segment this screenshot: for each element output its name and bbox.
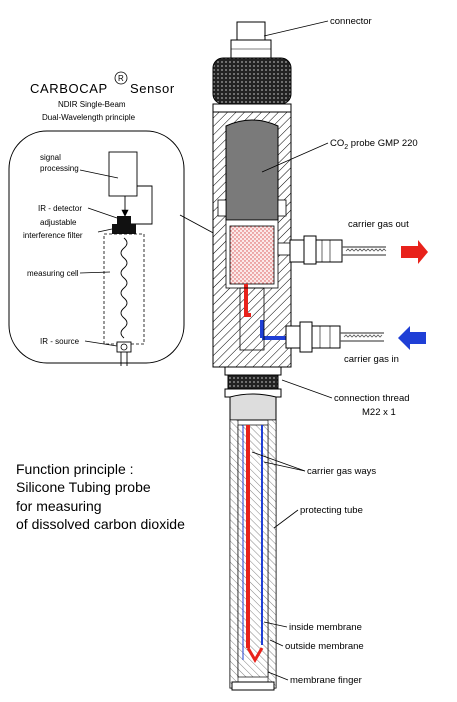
ir-source-bulb — [120, 343, 128, 351]
signal-processing-leader — [79, 169, 119, 179]
interference-filter-block — [112, 224, 136, 234]
inside-membrane-label: inside membrane — [289, 622, 362, 633]
gas-out-fitting — [289, 235, 387, 265]
gas-in-arrow — [398, 326, 426, 350]
ir-detector-leader — [87, 207, 118, 219]
connection-thread-label-1: connection thread — [334, 393, 410, 404]
function-line-1: Function principle : — [16, 461, 134, 477]
probe-leader — [261, 142, 329, 173]
knurled-nut — [212, 57, 292, 105]
membrane-finger-leader — [267, 671, 289, 681]
ir-detector-block — [117, 216, 131, 224]
signal-wire — [128, 185, 153, 225]
connector-label: connector — [330, 16, 372, 27]
signal-processing-box — [108, 151, 138, 197]
membrane-finger-label: membrane finger — [290, 675, 362, 686]
gas-out-arrow — [401, 240, 428, 264]
carrier-gas-in-label: carrier gas in — [344, 354, 399, 365]
connector-leader — [263, 20, 329, 37]
sensor-enclosure — [8, 130, 185, 364]
sensor-subtitle-2: Dual-Wavelength principle — [42, 113, 136, 122]
gmp220-probe — [225, 119, 279, 221]
measuring-cell-label: measuring cell — [27, 269, 79, 278]
outside-membrane-label: outside membrane — [285, 641, 364, 652]
protecting-tube-leader — [273, 509, 299, 529]
carrier-gas-out-label: carrier gas out — [348, 219, 409, 230]
inside-membrane-leader — [263, 621, 288, 628]
registered-mark — [114, 71, 128, 85]
connection-thread — [227, 374, 279, 390]
connector-cap — [236, 21, 266, 41]
sensor-title-suffix: Sensor — [130, 81, 175, 96]
thread-leader — [281, 379, 333, 399]
carrier-gas-ways-label: carrier gas ways — [307, 466, 376, 477]
gas-in-fitting — [285, 321, 384, 353]
filter-label-2: interference filter — [23, 231, 83, 240]
function-principle: Function principle : Silicone Tubing pro… — [16, 461, 185, 532]
connection-thread-label-2: M22 x 1 — [362, 407, 396, 418]
gas-out-passage — [244, 284, 251, 317]
ir-beam-wave — [120, 237, 128, 339]
ir-detector-label: IR - detector — [38, 204, 82, 213]
function-line-3: for measuring — [16, 498, 102, 514]
gas-ways-leader-2 — [263, 461, 306, 472]
sensor-subtitle-1: NDIR Single-Beam — [58, 100, 126, 109]
filter-leader — [97, 228, 113, 233]
signal-processing-label-2: processing — [40, 164, 79, 173]
gas-ways-leader-1 — [251, 451, 306, 472]
measurement-cell — [229, 225, 275, 285]
function-line-4: of dissolved carbon dioxide — [16, 516, 185, 532]
ir-source-lamp — [116, 341, 132, 353]
function-line-2: Silicone Tubing probe — [16, 479, 151, 495]
ir-source-leader — [84, 340, 118, 347]
sensor-title: CARBOCAP — [30, 81, 108, 96]
carbocap-inset: CARBOCAP R Sensor NDIR Single-Beam Dual-… — [8, 71, 185, 366]
measuring-cell-leader — [79, 271, 111, 274]
filter-label-1: adjustable — [40, 218, 77, 227]
probe-body — [212, 21, 292, 691]
outside-membrane-leader — [269, 639, 284, 647]
ir-source-label: IR - source — [40, 337, 80, 346]
signal-processing-label-1: signal — [40, 153, 61, 162]
registered-letter: R — [118, 74, 124, 83]
protecting-tube-label: protecting tube — [300, 505, 363, 516]
probe-label: CO2 probe GMP 220 — [330, 138, 418, 151]
labels: connector CO2 probe GMP 220 carrier gas … — [251, 16, 418, 686]
